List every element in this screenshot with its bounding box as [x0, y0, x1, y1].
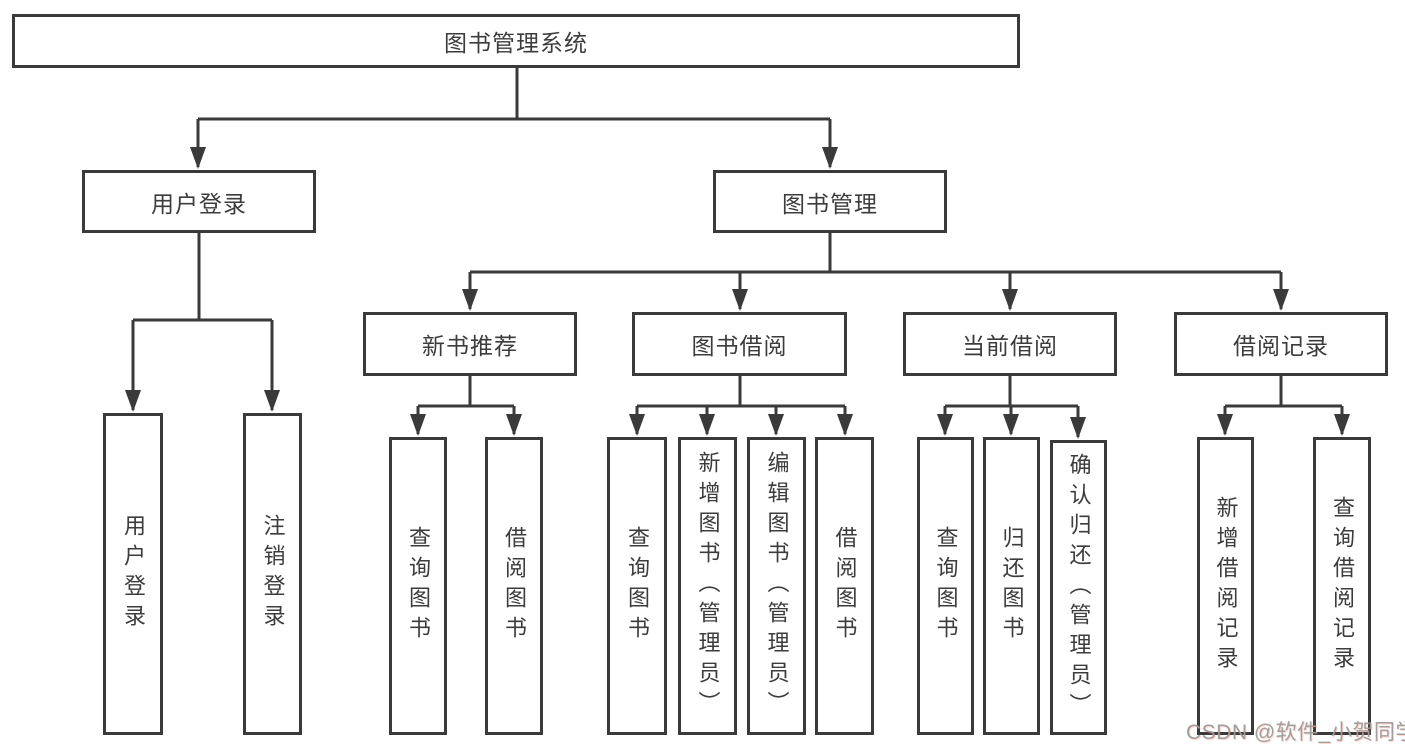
- leaf-edit-books-admin: 编辑图书（管理员）: [747, 437, 806, 735]
- node-borrowing-records: 借阅记录: [1174, 312, 1388, 376]
- leaf-query-borrow-record: 查询借阅记录: [1313, 437, 1371, 735]
- arrowheads-new-book-leaves: [410, 414, 522, 436]
- connector-book-borrow-to-leaves: [635, 374, 847, 434]
- leaf-add-borrow-record-label: 新增借阅记录: [1213, 496, 1239, 676]
- arrowheads-level3: [462, 289, 1289, 311]
- node-borrowing-records-label: 借阅记录: [1233, 333, 1329, 359]
- leaf-borrow-books-label: 借阅图书: [832, 526, 858, 646]
- node-book-borrowing: 图书借阅: [632, 312, 847, 376]
- leaf-newbook-query-books-label: 查询图书: [406, 526, 431, 646]
- leaf-newbook-borrow-books-label: 借阅图书: [502, 526, 527, 646]
- leaf-user-login: 用户登录: [103, 413, 163, 735]
- leaf-current-query-books-label: 查询图书: [933, 526, 959, 646]
- arrowheads-records-leaves: [1217, 414, 1350, 436]
- leaf-edit-books-admin-label: 编辑图书（管理员）: [764, 451, 790, 721]
- node-new-book-recommend-label: 新书推荐: [422, 333, 518, 359]
- arrowheads-current-borrow-leaves: [937, 414, 1086, 439]
- arrowheads-level2: [190, 147, 838, 169]
- leaf-return-books-label: 归还图书: [999, 526, 1025, 646]
- node-current-borrowing: 当前借阅: [903, 312, 1117, 376]
- leaf-return-books: 归还图书: [983, 437, 1040, 735]
- leaf-borrow-query-books-label: 查询图书: [625, 526, 650, 646]
- leaf-user-login-label: 用户登录: [121, 514, 146, 634]
- connector-book-mgmt-to-level3: [468, 231, 1283, 309]
- connector-user-login-to-leaves: [131, 231, 274, 410]
- node-user-login: 用户登录: [82, 170, 316, 233]
- node-current-borrowing-label: 当前借阅: [962, 333, 1058, 359]
- leaf-add-books-admin: 新增图书（管理员）: [678, 437, 737, 735]
- connector-root-to-level2: [196, 66, 832, 167]
- node-book-borrowing-label: 图书借阅: [691, 333, 788, 359]
- leaf-logout: 注销登录: [243, 413, 302, 735]
- leaf-newbook-borrow-books: 借阅图书: [485, 437, 543, 735]
- node-book-management: 图书管理: [713, 170, 947, 233]
- connector-new-book-to-leaves: [416, 374, 516, 434]
- leaf-confirm-return-admin: 确认归还（管理员）: [1050, 440, 1107, 735]
- leaf-add-borrow-record: 新增借阅记录: [1197, 437, 1254, 735]
- leaf-borrow-query-books: 查询图书: [607, 437, 667, 735]
- arrowheads-user-login-leaves: [125, 390, 280, 412]
- leaf-add-books-admin-label: 新增图书（管理员）: [695, 451, 721, 721]
- node-new-book-recommend: 新书推荐: [363, 312, 577, 376]
- leaf-logout-label: 注销登录: [260, 514, 286, 634]
- connector-records-to-leaves: [1223, 374, 1344, 434]
- node-root: 图书管理系统: [12, 14, 1020, 68]
- node-user-login-label: 用户登录: [151, 190, 247, 217]
- watermark: CSDN @软件_小贺同学: [1186, 721, 1405, 744]
- leaf-borrow-books: 借阅图书: [815, 437, 874, 735]
- leaf-query-borrow-record-label: 查询借阅记录: [1330, 496, 1355, 676]
- leaf-newbook-query-books: 查询图书: [389, 437, 447, 735]
- arrowheads-book-borrow-leaves: [629, 414, 853, 436]
- leaf-current-query-books: 查询图书: [917, 437, 974, 735]
- node-book-management-label: 图书管理: [782, 190, 878, 217]
- node-root-label: 图书管理系统: [444, 30, 588, 56]
- leaf-confirm-return-admin-label: 确认归还（管理员）: [1066, 452, 1092, 723]
- connector-current-borrow-to-leaves: [943, 374, 1080, 437]
